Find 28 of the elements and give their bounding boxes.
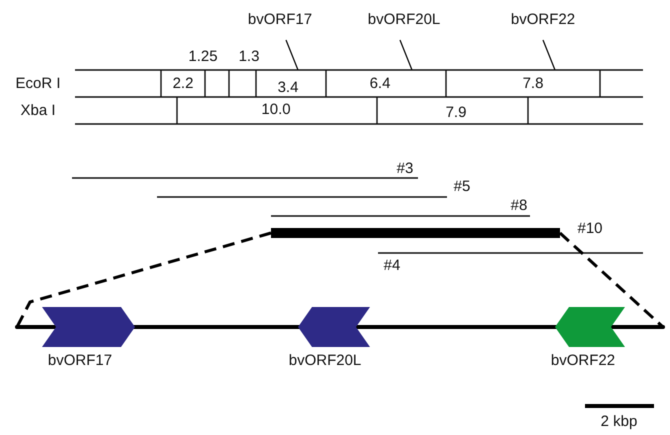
leader-line (399, 40, 413, 70)
clone-number: #3 (396, 160, 414, 177)
gene-name: bvORF22 (510, 11, 576, 28)
restriction-map-drawing (75, 69, 643, 125)
fragment-size: 7.8 (522, 75, 544, 92)
gene-label: bvORF22 (550, 352, 616, 369)
gene-label: bvORF20L (288, 352, 362, 369)
fragment-size: 10.0 (261, 101, 291, 118)
clone-number: #8 (510, 197, 528, 214)
enzyme-name: EcoR I (16, 75, 60, 92)
fragment-size: 1.25 (188, 48, 218, 65)
fragment-size: 7.9 (446, 104, 466, 121)
clone-number: #4 (384, 257, 400, 274)
leader-line (542, 40, 556, 70)
fragment-size: 2.2 (172, 75, 194, 92)
clone-number: #5 (454, 178, 470, 195)
gene-name: bvORF17 (248, 11, 312, 28)
fragment-size: 1.3 (238, 48, 260, 65)
dashed-line (16, 232, 272, 328)
scale-label: 2 kbp (600, 413, 638, 430)
leader-line (285, 40, 299, 70)
enzyme-name: Xba I (20, 102, 56, 119)
fragment-size: 6.4 (370, 75, 390, 92)
gene-label: bvORF17 (48, 352, 112, 369)
fragment-size: 3.4 (278, 79, 298, 96)
insert-bar (271, 228, 560, 238)
clone-number: #10 (577, 220, 603, 237)
gene-name: bvORF20L (368, 11, 440, 28)
